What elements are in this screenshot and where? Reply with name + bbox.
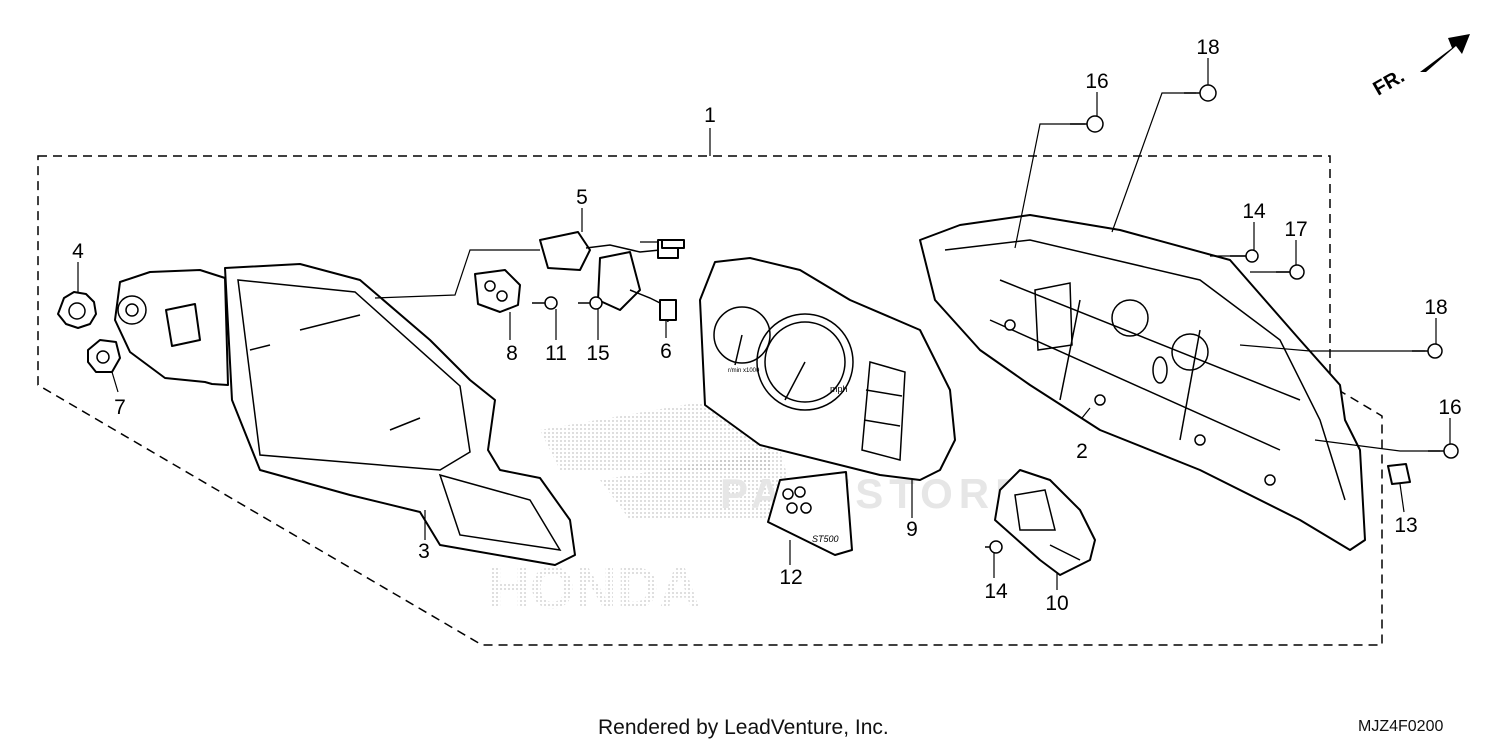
screw-16-lower [1428, 443, 1459, 459]
callout-17: 17 [1284, 218, 1307, 241]
callout-5: 5 [576, 186, 588, 209]
callout-10: 10 [1045, 592, 1068, 615]
grommet-part [87, 339, 121, 373]
callout-7: 7 [114, 396, 126, 419]
screw-11-part [532, 296, 558, 310]
leader-lines [77, 58, 1451, 590]
callout-14-lower: 14 [984, 580, 1008, 603]
trip-knob-part [57, 291, 97, 329]
screw-15-part [578, 296, 603, 310]
callouts: 1 2 3 4 5 6 7 8 9 10 11 12 13 14 14 15 1… [72, 36, 1462, 615]
assembly-boundary [37, 155, 1383, 646]
panel-label-text: ST500 [812, 534, 839, 544]
callout-18-lower: 18 [1424, 296, 1447, 319]
callout-8: 8 [506, 342, 518, 365]
speed-unit-text: mph [830, 384, 848, 394]
callout-13: 13 [1394, 514, 1417, 537]
watermark-brand: HONDA [488, 556, 701, 621]
tach-unit-text: r/min x1000 [728, 368, 760, 374]
callout-12: 12 [779, 566, 802, 589]
callout-16-upper: 16 [1085, 70, 1108, 93]
drawing-code: MJZ4F0200 [1358, 718, 1444, 735]
callout-2: 2 [1076, 440, 1088, 463]
socket-part [474, 269, 521, 313]
direction-label: FR. [1370, 65, 1409, 100]
meter-case-part [114, 263, 576, 566]
render-credit: Rendered by LeadVenture, Inc. [598, 716, 889, 739]
sub-harness-part [539, 231, 685, 323]
callout-11: 11 [545, 342, 567, 365]
watermark-overlay: PARTSTORE [720, 470, 1029, 517]
callout-3: 3 [418, 540, 430, 563]
rear-cover-part [919, 214, 1366, 551]
callout-16-lower: 16 [1438, 396, 1461, 419]
callout-6: 6 [660, 340, 672, 363]
callout-9: 9 [906, 518, 918, 541]
callout-18-upper: 18 [1196, 36, 1219, 59]
honda-watermark: HONDA PARTSTORE [488, 390, 1029, 621]
switch-unit-part [994, 469, 1096, 576]
callout-1: 1 [704, 104, 716, 127]
front-direction-arrow-icon: FR. [1370, 34, 1470, 100]
callout-15: 15 [586, 342, 609, 365]
button-panel-part: ST500 [767, 471, 853, 556]
callout-14-upper: 14 [1242, 200, 1266, 223]
screw-14-lower [985, 540, 1003, 554]
clip-part [1387, 463, 1411, 485]
callout-4: 4 [72, 240, 84, 263]
dial-panel-part: mph r/min x1000 [699, 257, 956, 481]
